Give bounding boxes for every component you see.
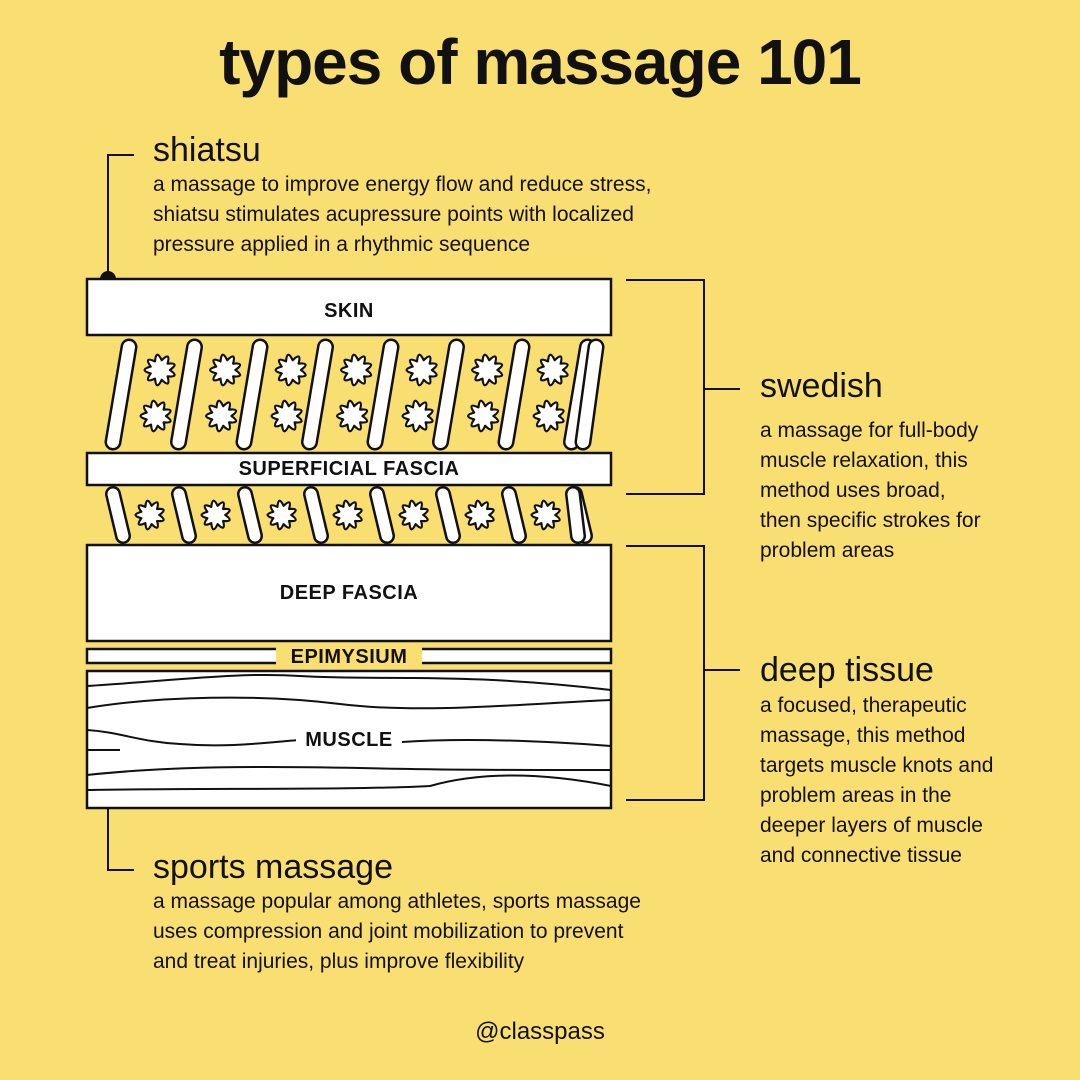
fiber-capsule-fill	[434, 341, 463, 448]
deep-tissue-line: deeper layers of muscle	[760, 814, 983, 837]
superficial-fascia-label: SUPERFICIAL FASCIA	[238, 458, 460, 480]
epimysium-label: EPIMYSIUM	[290, 646, 408, 668]
fat-cell	[401, 399, 434, 433]
fat-cell	[200, 499, 231, 531]
deep-tissue-line: targets muscle knots and	[760, 754, 994, 777]
fiber-capsule-fill	[437, 488, 459, 542]
fat-cell	[208, 353, 242, 387]
loose-tissue-band-lower	[105, 486, 593, 544]
swedish-line: a massage for full-body	[760, 419, 979, 442]
sports-massage-description: a massage popular among athletes, sports…	[153, 887, 641, 977]
superficial-fascia-layer	[85, 451, 613, 487]
fiber-capsule-fill	[305, 488, 327, 542]
deep-tissue-line: and connective tissue	[760, 844, 962, 867]
skin-label: SKIN	[324, 300, 374, 322]
deep-fascia-label: DEEP FASCIA	[279, 582, 419, 604]
swedish-line: then specific strokes for	[760, 509, 981, 532]
fat-cell	[274, 353, 307, 387]
swedish-description: a massage for full-body muscle relaxatio…	[760, 416, 981, 566]
fat-cell	[335, 399, 369, 433]
fat-cell	[530, 499, 561, 531]
swedish-heading: swedish	[760, 367, 883, 405]
fiber-capsule-fill	[503, 488, 525, 542]
swedish-bracket	[626, 279, 705, 495]
social-handle: @classpass	[475, 1018, 605, 1045]
fat-cell	[470, 353, 504, 387]
muscle-label: MUSCLE	[305, 729, 393, 751]
deep-tissue-line: a focused, therapeutic	[760, 694, 967, 717]
shiatsu-line: shiatsu stimulates acupressure points wi…	[153, 203, 634, 226]
sports-massage-line: a massage popular among athletes, sports…	[153, 890, 641, 913]
fat-cell	[466, 399, 500, 433]
deep-tissue-description: a focused, therapeutic massage, this met…	[760, 691, 993, 871]
fiber-capsule-fill	[238, 341, 266, 448]
fat-cell	[464, 499, 495, 531]
fiber-capsule-fill	[173, 488, 195, 542]
deep-tissue-line: massage, this method	[760, 724, 966, 747]
fiber-capsule-fill	[565, 341, 594, 448]
sports-massage-line: and treat injuries, plus improve flexibi…	[153, 950, 525, 973]
deep-tissue-heading: deep tissue	[760, 651, 934, 689]
fat-cell	[134, 499, 165, 531]
fat-cell	[143, 353, 176, 387]
sports-massage-heading: sports massage	[153, 848, 393, 886]
fiber-capsule-fill	[371, 488, 393, 542]
shiatsu-heading: shiatsu	[153, 131, 261, 169]
shiatsu-line: a massage to improve energy flow and red…	[153, 173, 652, 196]
fat-cell	[332, 499, 363, 531]
fat-cell	[204, 399, 238, 433]
shiatsu-line: pressure applied in a rhythmic sequence	[153, 233, 531, 256]
fiber-capsule-fill	[303, 341, 332, 448]
fiber-capsule-fill	[107, 488, 129, 542]
skin-layer	[85, 277, 613, 337]
fat-cell	[536, 353, 569, 387]
fiber-capsule-fill	[567, 488, 584, 542]
swedish-line: muscle relaxation, this	[760, 449, 968, 472]
fiber-capsule-fill	[577, 341, 602, 448]
shiatsu-description: a massage to improve energy flow and red…	[153, 170, 651, 260]
fiber-capsule-fill	[500, 341, 528, 448]
fiber-capsule-fill	[172, 341, 201, 448]
loose-tissue-band-upper	[104, 338, 605, 451]
fiber-capsule-fill	[107, 341, 135, 448]
fiber-capsule-fill	[239, 488, 261, 542]
fat-cell	[266, 499, 297, 531]
fat-cell	[139, 399, 172, 433]
sports-massage-line: uses compression and joint mobilization …	[153, 920, 624, 943]
fat-cell	[405, 353, 438, 387]
shiatsu-leader-line	[107, 154, 134, 278]
swedish-line: problem areas	[760, 539, 895, 562]
fat-cell	[339, 353, 373, 387]
deep-tissue-bracket	[626, 545, 705, 801]
page-title: types of massage 101	[219, 26, 862, 98]
swedish-line: method uses broad,	[760, 479, 946, 502]
fat-cell	[532, 399, 565, 433]
deep-tissue-line: problem areas in the	[760, 784, 952, 807]
fat-cell	[270, 399, 303, 433]
deep-fascia-layer	[85, 543, 613, 643]
fiber-capsule-fill	[369, 341, 397, 448]
muscle-fibers	[86, 673, 612, 791]
fat-cell	[398, 499, 429, 531]
